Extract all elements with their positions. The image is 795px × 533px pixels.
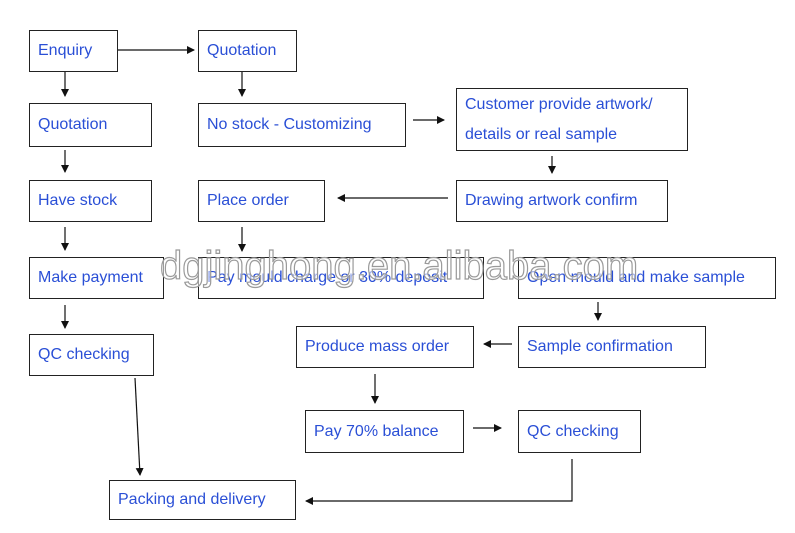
node-open-mould: Open mould and make sample — [518, 257, 776, 299]
node-enquiry: Enquiry — [29, 30, 118, 72]
node-no-stock-customizing: No stock - Customizing — [198, 103, 406, 147]
arrow-qc-right-to-packing — [305, 459, 573, 505]
node-have-stock: Have stock — [29, 180, 152, 222]
node-pay-mould-charge: Pay mould charge or 30% deposit — [198, 257, 484, 299]
node-make-payment: Make payment — [29, 257, 164, 299]
node-qc-checking-right: QC checking — [518, 410, 641, 453]
node-customer-provide: Customer provide artwork/ details or rea… — [456, 88, 688, 151]
node-place-order: Place order — [198, 180, 325, 222]
node-produce-mass-order: Produce mass order — [296, 326, 474, 368]
node-quotation-top: Quotation — [198, 30, 297, 72]
node-quotation-left: Quotation — [29, 103, 152, 147]
customer-provide-line1: Customer provide artwork/ — [465, 95, 653, 113]
node-drawing-artwork-confirm: Drawing artwork confirm — [456, 180, 668, 222]
node-pay-70-balance: Pay 70% balance — [305, 410, 464, 453]
customer-provide-line2: details or real sample — [465, 125, 618, 143]
node-sample-confirmation: Sample confirmation — [518, 326, 706, 368]
node-qc-checking-left: QC checking — [29, 334, 154, 376]
node-packing-delivery: Packing and delivery — [109, 480, 296, 520]
arrow-qc-left-to-packing — [134, 377, 144, 476]
